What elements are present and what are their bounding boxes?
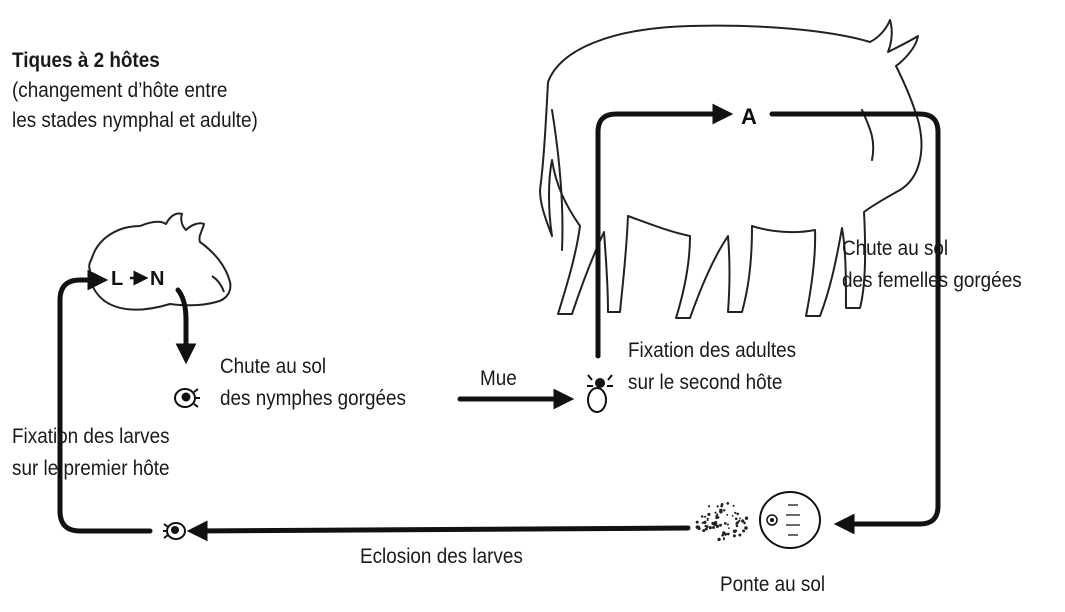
- egg-dot: [736, 521, 739, 524]
- engorged-nymph-icon: [175, 389, 200, 407]
- egg-dot: [704, 516, 706, 518]
- egg-dot: [717, 538, 720, 541]
- egg-dot: [708, 505, 710, 507]
- egg-dot: [723, 538, 725, 540]
- label-fixation-larves-1: Fixation des larves: [12, 422, 170, 452]
- egg-dot: [716, 514, 718, 516]
- egg-dot: [726, 514, 728, 516]
- egg-dot: [734, 512, 736, 514]
- egg-dot: [717, 505, 719, 507]
- egg-dot: [735, 530, 738, 533]
- egg-dot: [714, 522, 718, 526]
- egg-dot: [733, 534, 736, 537]
- egg-dot: [701, 515, 704, 518]
- label-mue: Mue: [480, 364, 517, 394]
- egg-dot: [707, 513, 710, 516]
- label-chute-femelles-1: Chute au sol: [842, 234, 948, 264]
- egg-laying-female-icon: [696, 492, 820, 548]
- egg-dot: [732, 515, 734, 517]
- egg-dot: [709, 526, 712, 529]
- egg-dot: [719, 509, 722, 512]
- label-chute-nymphes-2: des nymphes gorgées: [220, 384, 406, 414]
- rodent-illustration: [89, 213, 230, 309]
- egg-dot: [722, 531, 725, 534]
- arrow-eclosion: [193, 528, 688, 531]
- label-fixation-adultes-1: Fixation des adultes: [628, 336, 796, 366]
- arrow-chute-nymphes: [178, 290, 186, 358]
- label-fixation-larves-2: sur le premier hôte: [12, 454, 170, 484]
- egg-dot: [723, 509, 725, 511]
- label-chute-nymphes-1: Chute au sol: [220, 352, 326, 382]
- egg-dot: [742, 520, 744, 522]
- egg-dot: [726, 502, 729, 505]
- label-eclosion: Eclosion des larves: [360, 542, 523, 572]
- egg-dot: [736, 525, 739, 528]
- egg-dot: [698, 527, 701, 530]
- label-fixation-adultes-2: sur le second hôte: [628, 368, 782, 398]
- arrow-fixation-larves: [60, 280, 150, 531]
- egg-dot: [707, 519, 709, 521]
- egg-dot: [696, 521, 699, 524]
- egg-dot: [712, 526, 715, 529]
- diagram-title: Tiques à 2 hôtes: [12, 46, 160, 76]
- diagram-subtitle-line2: les stades nymphal et adulte): [12, 106, 258, 136]
- stage-label-N: N: [150, 268, 164, 290]
- egg-dot: [738, 534, 741, 537]
- egg-dot: [735, 518, 738, 521]
- label-ponte: Ponte au sol: [720, 570, 825, 600]
- label-chute-femelles-2: des femelles gorgées: [842, 266, 1022, 296]
- arrow-fixation-adults: [598, 114, 727, 356]
- cycle-arrows: [60, 114, 938, 531]
- egg-dot: [745, 517, 748, 520]
- egg-dot: [703, 521, 706, 524]
- egg-dot: [724, 522, 727, 525]
- egg-dot: [739, 517, 741, 519]
- egg-dot: [744, 526, 748, 530]
- adult-tick-icon: [587, 375, 613, 412]
- egg-dot: [727, 524, 729, 526]
- egg-cluster: [696, 502, 749, 541]
- egg-dot: [719, 524, 722, 527]
- egg-dot: [727, 533, 730, 536]
- stage-label-A: A: [741, 104, 757, 129]
- egg-dot: [728, 527, 730, 529]
- egg-dot: [714, 512, 716, 514]
- egg-dot: [721, 503, 724, 506]
- diagram-subtitle-line1: (changement d’hôte entre: [12, 76, 227, 106]
- egg-dot: [702, 529, 705, 532]
- egg-dot: [705, 528, 708, 531]
- stage-label-L: L: [111, 268, 123, 290]
- egg-dot: [743, 530, 745, 532]
- egg-dot: [715, 517, 718, 520]
- egg-dot: [736, 513, 739, 516]
- larva-icon: [163, 523, 185, 539]
- egg-dot: [733, 505, 735, 507]
